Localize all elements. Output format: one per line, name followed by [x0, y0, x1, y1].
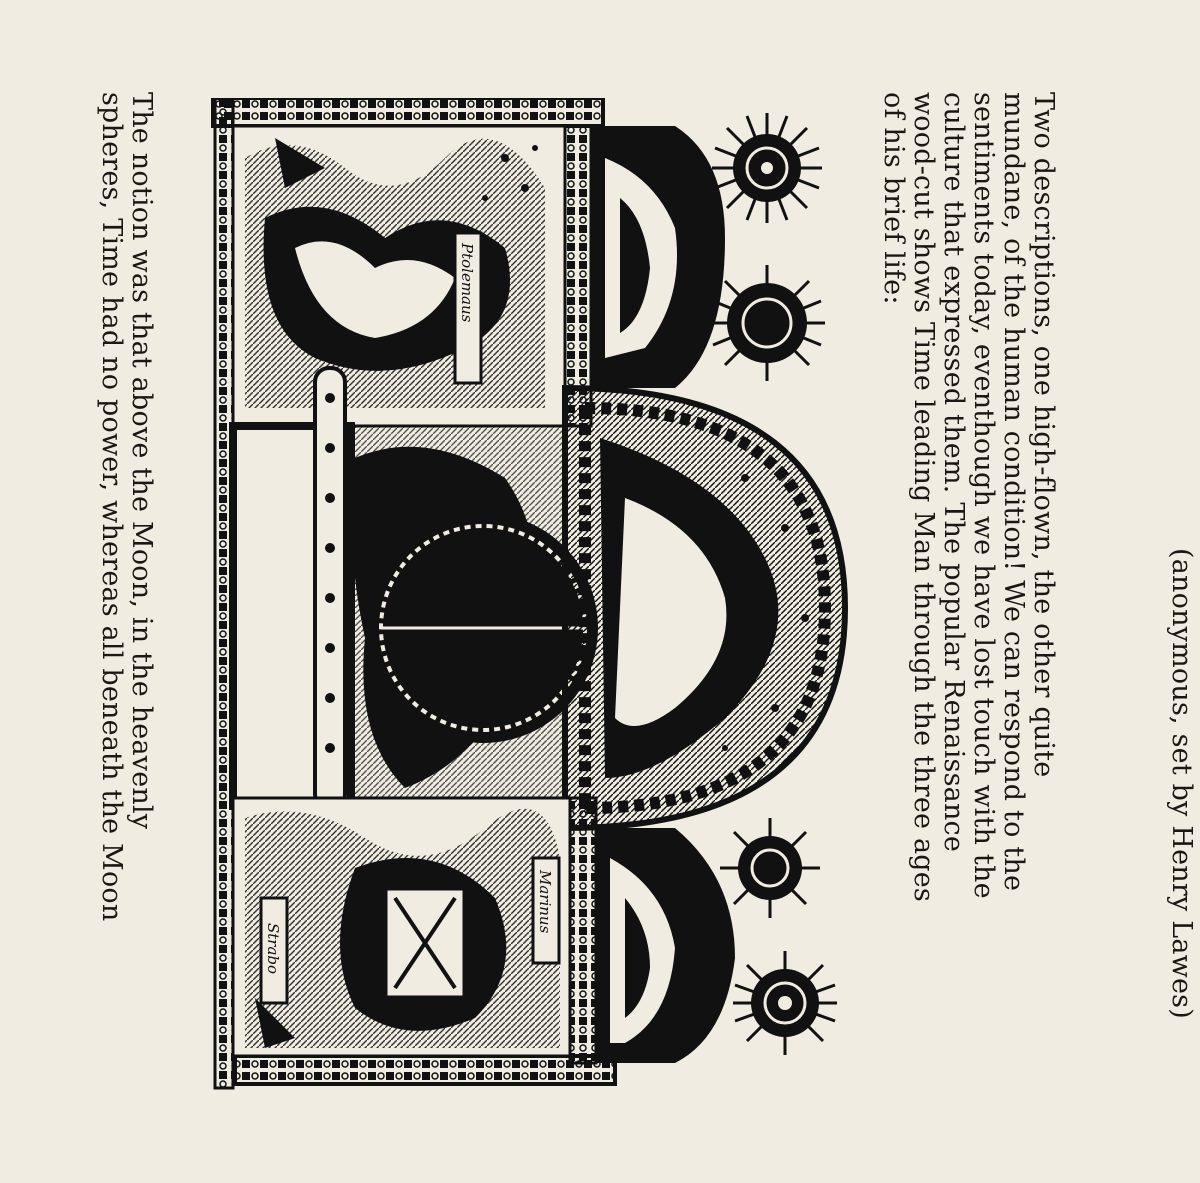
ptolemy-plaque: Ptolemaus	[453, 231, 483, 385]
lower-figure-panel	[595, 828, 735, 1063]
paragraph-line: sentiments today, eventhough we have los…	[968, 92, 999, 899]
attribution-text: (anonymous, set by Henry Lawes)	[1166, 548, 1197, 1019]
paragraph-line: mundane, of the human condition! We can …	[998, 92, 1029, 892]
sun-face-icon	[733, 951, 837, 1055]
middle-band-scene	[229, 366, 598, 810]
paragraph-line: spheres, Time had no power, whereas all …	[96, 92, 127, 922]
globe-icon	[368, 513, 598, 743]
ptolemy-label: Ptolemaus	[458, 242, 476, 323]
upper-panel-scene	[231, 124, 567, 428]
strabo-label: Strabo	[264, 923, 282, 974]
bottom-paragraph: The notion was that above the Moon, in t…	[96, 92, 157, 922]
strabo-plaque: Strabo	[259, 896, 289, 1005]
sun-face-icon	[712, 113, 822, 223]
paragraph-line: The notion was that above the Moon, in t…	[126, 92, 157, 830]
top-paragraph: Two descriptions, one high-flown, the ot…	[878, 92, 1059, 902]
sun-face-icon	[709, 265, 825, 381]
woodcut-frame	[211, 98, 617, 1090]
paragraph-line: wood-cut shows Time leading Man through …	[908, 92, 939, 902]
renaissance-woodcut: Ptolemaus Marinus Strabo	[205, 98, 855, 1090]
upper-figure-panel	[591, 126, 725, 388]
marinus-label: Marinus	[536, 869, 554, 934]
celestial-arch	[562, 384, 849, 832]
paragraph-line: of his brief life:	[878, 92, 909, 305]
marinus-plaque: Marinus	[531, 856, 561, 965]
lower-panel-scene	[231, 796, 572, 1058]
attribution-line: (anonymous, set by Henry Lawes)	[1166, 548, 1197, 1019]
paragraph-line: culture that expressed them. The popular…	[938, 92, 969, 853]
sun-face-icon	[720, 818, 820, 918]
paragraph-line: Two descriptions, one high-flown, the ot…	[1028, 92, 1059, 778]
